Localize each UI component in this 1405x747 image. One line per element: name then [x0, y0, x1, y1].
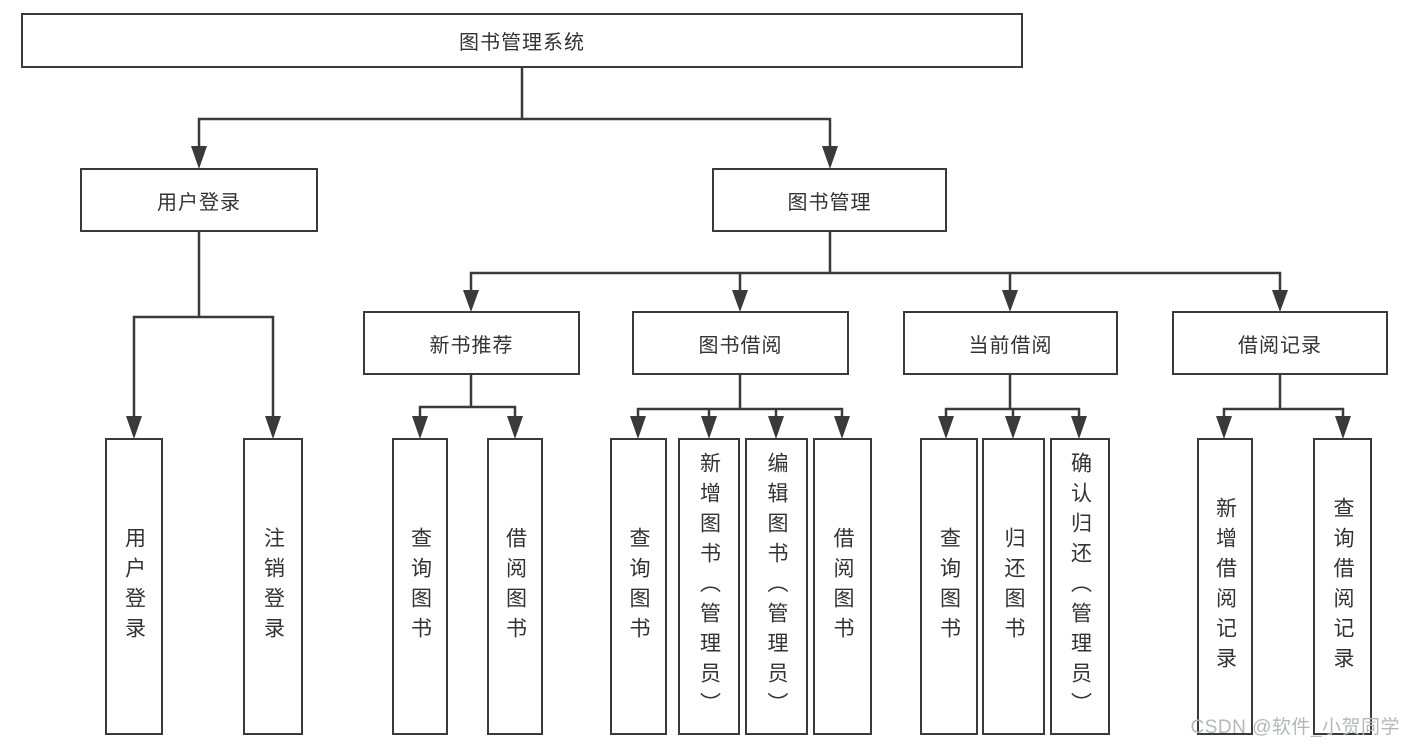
node-new-book-recommend: 新书推荐 [363, 311, 580, 375]
node-user-login: 用户登录 [80, 168, 318, 232]
leaf-user-login: 用户登录 [105, 438, 163, 735]
leaf-query-books-current: 查询图书 [920, 438, 978, 735]
leaf-confirm-return-admin: 确认归还（管理员） [1050, 438, 1110, 735]
node-book-management: 图书管理 [712, 168, 947, 232]
leaf-edit-books-admin: 编辑图书（管理员） [745, 438, 808, 735]
leaf-query-books-borrowing: 查询图书 [610, 438, 667, 735]
csdn-watermark: CSDN @软件_小贺同学 [1190, 717, 1400, 738]
leaf-query-books-recommend: 查询图书 [392, 438, 448, 735]
leaf-borrow-books-recommend: 借阅图书 [487, 438, 543, 735]
leaf-logout: 注销登录 [243, 438, 303, 735]
node-library-system: 图书管理系统 [21, 13, 1023, 68]
node-current-borrowing: 当前借阅 [903, 311, 1118, 375]
arrowheads [126, 146, 1351, 439]
leaf-query-borrow-record: 查询借阅记录 [1313, 438, 1372, 735]
node-book-borrowing: 图书借阅 [632, 311, 849, 375]
node-borrow-records: 借阅记录 [1172, 311, 1388, 375]
leaf-borrow-books: 借阅图书 [813, 438, 872, 735]
leaf-add-borrow-record: 新增借阅记录 [1197, 438, 1253, 735]
leaf-return-books: 归还图书 [982, 438, 1045, 735]
leaf-add-books-admin: 新增图书（管理员） [678, 438, 740, 735]
